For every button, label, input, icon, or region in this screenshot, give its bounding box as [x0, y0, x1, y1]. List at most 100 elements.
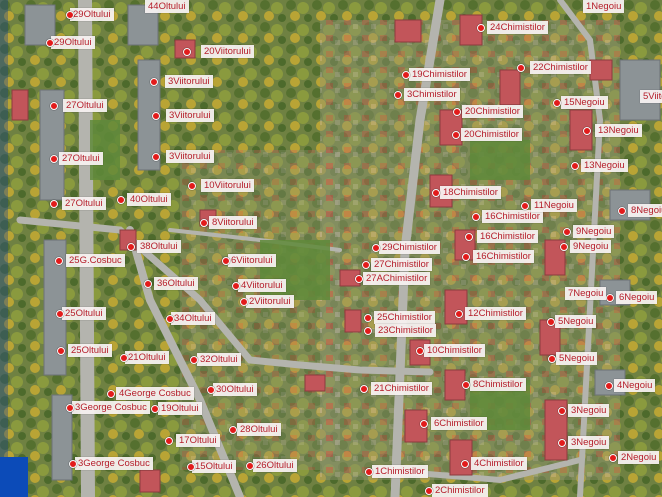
- address-label[interactable]: 3Viitorului: [166, 150, 214, 163]
- address-label[interactable]: 19Oltului: [158, 402, 202, 415]
- address-pin[interactable]: [50, 200, 58, 208]
- address-label[interactable]: 36Oltului: [154, 277, 198, 290]
- address-pin[interactable]: [50, 102, 58, 110]
- address-label[interactable]: 4Negoiu: [614, 379, 656, 392]
- address-label[interactable]: 9Negoiu: [573, 225, 615, 238]
- address-label[interactable]: 3Viitorului: [165, 75, 213, 88]
- address-pin[interactable]: [190, 356, 198, 364]
- address-pin[interactable]: [183, 48, 191, 56]
- address-label[interactable]: 4George Cosbuc: [116, 387, 194, 400]
- address-pin[interactable]: [200, 219, 208, 227]
- address-pin[interactable]: [56, 310, 64, 318]
- address-label[interactable]: 3Chimistilor: [404, 88, 460, 101]
- address-pin[interactable]: [355, 275, 363, 283]
- address-label[interactable]: 16Chimistilor: [477, 230, 538, 243]
- address-pin[interactable]: [416, 347, 424, 355]
- address-label[interactable]: 29Chimistilor: [379, 241, 440, 254]
- address-pin[interactable]: [240, 298, 248, 306]
- address-label[interactable]: 28Oltului: [237, 423, 281, 436]
- address-label[interactable]: 3Viitorului: [166, 109, 214, 122]
- address-pin[interactable]: [66, 404, 74, 412]
- address-pin[interactable]: [571, 162, 579, 170]
- address-pin[interactable]: [609, 454, 617, 462]
- address-pin[interactable]: [432, 189, 440, 197]
- address-pin[interactable]: [127, 243, 135, 251]
- address-label[interactable]: 8Chimistilor: [470, 378, 526, 391]
- address-pin[interactable]: [69, 460, 77, 468]
- address-label[interactable]: 27Oltului: [59, 152, 103, 165]
- address-pin[interactable]: [152, 153, 160, 161]
- address-label[interactable]: 16Chimistilor: [473, 250, 534, 263]
- address-pin[interactable]: [187, 463, 195, 471]
- address-pin[interactable]: [57, 347, 65, 355]
- address-pin[interactable]: [229, 426, 237, 434]
- address-pin[interactable]: [120, 354, 128, 362]
- address-label[interactable]: 27AChimistilor: [363, 272, 431, 285]
- address-pin[interactable]: [365, 468, 373, 476]
- address-pin[interactable]: [420, 420, 428, 428]
- address-pin[interactable]: [165, 437, 173, 445]
- address-label[interactable]: 8Negoiu: [628, 204, 662, 217]
- address-pin[interactable]: [558, 407, 566, 415]
- address-pin[interactable]: [66, 11, 74, 19]
- address-label[interactable]: 16Chimistilor: [482, 210, 543, 223]
- address-label[interactable]: 19Chimistilor: [409, 68, 470, 81]
- address-pin[interactable]: [517, 64, 525, 72]
- address-label[interactable]: 20Chimistilor: [462, 105, 523, 118]
- address-pin[interactable]: [402, 71, 410, 79]
- address-label[interactable]: 6Chimistilor: [431, 417, 487, 430]
- address-label[interactable]: 3George Cosbuc: [75, 457, 153, 470]
- address-pin[interactable]: [55, 257, 63, 265]
- address-label[interactable]: 13Negoiu: [595, 124, 642, 137]
- address-label[interactable]: 15Oltului: [192, 460, 236, 473]
- address-pin[interactable]: [425, 487, 433, 495]
- address-pin[interactable]: [207, 386, 215, 394]
- address-pin[interactable]: [618, 207, 626, 215]
- address-pin[interactable]: [144, 280, 152, 288]
- address-label[interactable]: 34Oltului: [171, 312, 215, 325]
- address-label[interactable]: 24Chimistilor: [487, 21, 548, 34]
- address-label[interactable]: 27Oltului: [62, 197, 106, 210]
- address-pin[interactable]: [166, 315, 174, 323]
- address-label[interactable]: 5Negoiu: [556, 352, 598, 365]
- address-label[interactable]: 13Negoiu: [581, 159, 628, 172]
- address-pin[interactable]: [605, 382, 613, 390]
- address-label[interactable]: 8Viitorului: [209, 216, 257, 229]
- address-pin[interactable]: [558, 439, 566, 447]
- address-pin[interactable]: [477, 24, 485, 32]
- address-label[interactable]: 25Chimistilor: [374, 311, 435, 324]
- address-pin[interactable]: [455, 310, 463, 318]
- address-label[interactable]: 3Negoiu: [568, 436, 610, 449]
- address-pin[interactable]: [117, 196, 125, 204]
- address-label[interactable]: 40Oltului: [127, 193, 171, 206]
- address-pin[interactable]: [222, 257, 230, 265]
- address-label[interactable]: 1Negoiu: [583, 0, 625, 13]
- address-pin[interactable]: [150, 78, 158, 86]
- address-label[interactable]: 22Chimistilor: [530, 61, 591, 74]
- address-pin[interactable]: [364, 314, 372, 322]
- address-pin[interactable]: [46, 39, 54, 47]
- address-label[interactable]: 20Viitorului: [201, 45, 254, 58]
- address-label[interactable]: 2Viitorului: [246, 295, 294, 308]
- address-label[interactable]: 6Negoiu: [616, 291, 658, 304]
- address-label[interactable]: 23Chimistilor: [375, 324, 436, 337]
- address-label[interactable]: 5Viitorului: [640, 90, 662, 103]
- address-label[interactable]: 5Negoiu: [555, 315, 597, 328]
- address-label[interactable]: 12Chimistilor: [465, 307, 526, 320]
- address-pin[interactable]: [465, 233, 473, 241]
- address-label[interactable]: 4Chimistilor: [471, 457, 527, 470]
- address-label[interactable]: 29Oltului: [51, 36, 95, 49]
- address-pin[interactable]: [152, 112, 160, 120]
- address-label[interactable]: 1Chimistilor: [372, 465, 428, 478]
- address-label[interactable]: 15Negoiu: [561, 96, 608, 109]
- address-label[interactable]: 25Oltului: [68, 344, 112, 357]
- address-pin[interactable]: [553, 99, 561, 107]
- address-pin[interactable]: [107, 390, 115, 398]
- address-label[interactable]: 2Chimistilor: [432, 484, 488, 497]
- address-pin[interactable]: [462, 253, 470, 261]
- address-label[interactable]: 2Negoiu: [618, 451, 660, 464]
- address-pin[interactable]: [583, 127, 591, 135]
- address-pin[interactable]: [362, 261, 370, 269]
- address-label[interactable]: 27Oltului: [63, 99, 107, 112]
- address-pin[interactable]: [521, 202, 529, 210]
